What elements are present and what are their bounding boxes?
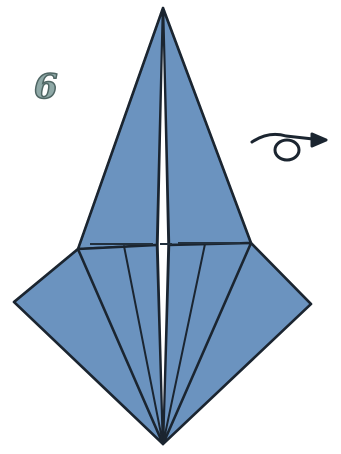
step-number: 6 — [34, 67, 58, 107]
turn-over-arrow-icon — [252, 134, 326, 160]
